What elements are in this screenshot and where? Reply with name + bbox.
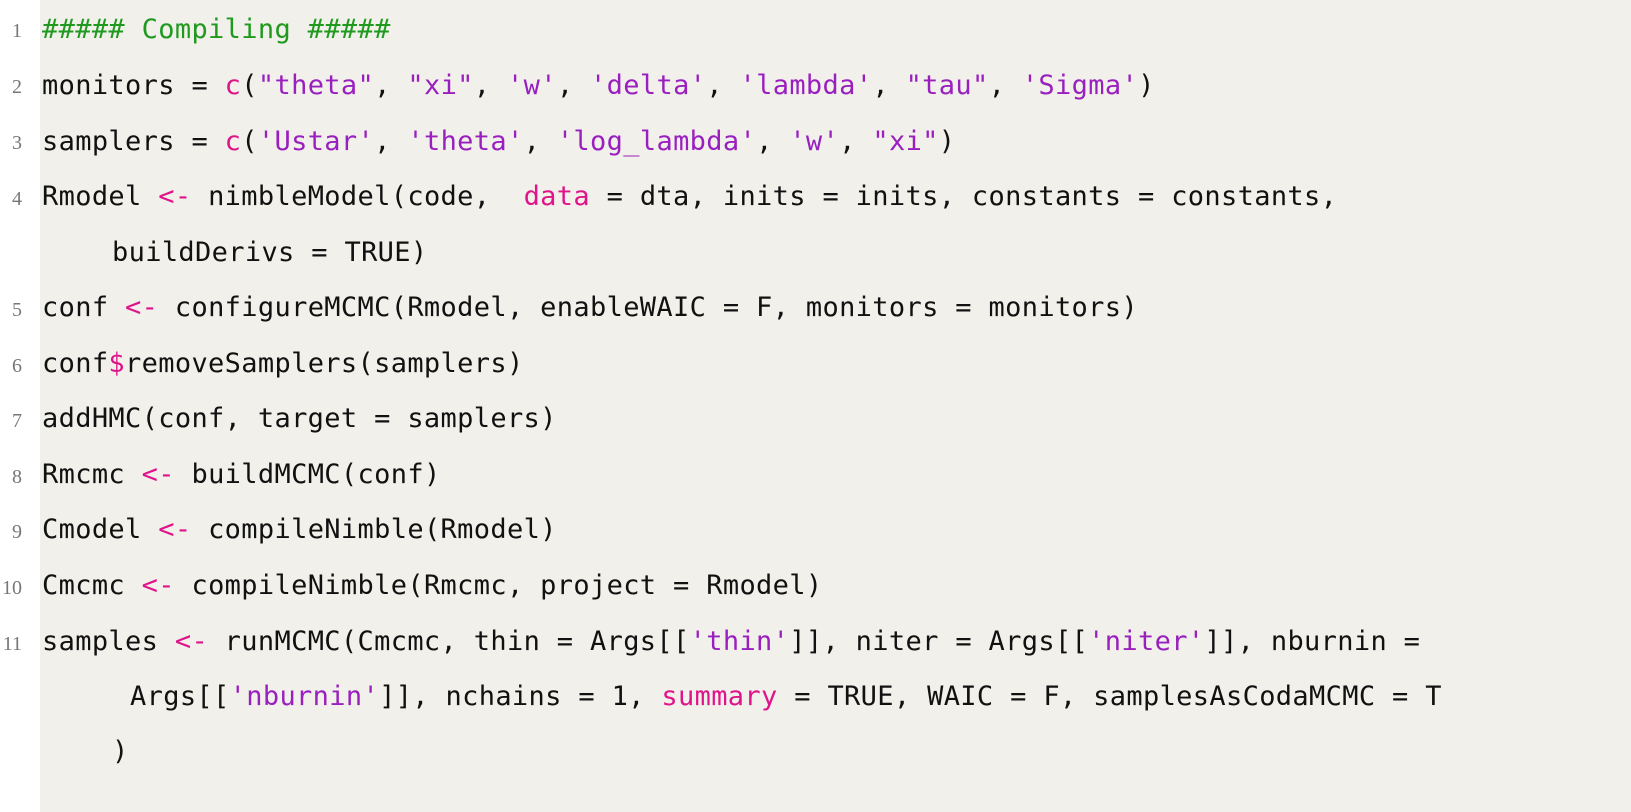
code-text: samples <box>42 626 175 657</box>
code-comment: ##### Compiling ##### <box>42 14 391 45</box>
code-string: 'Ustar' <box>257 126 375 157</box>
code-line: Cmcmc <- compileNimble(Rmcmc, project = … <box>42 570 822 601</box>
code-text: Rmodel <box>42 181 159 212</box>
code-text: , <box>473 70 507 101</box>
code-text: conf <box>42 348 109 379</box>
line-number: 10 <box>2 577 22 599</box>
code-string: "tau" <box>905 70 989 101</box>
code-text: = TRUE, WAIC = F, samplesAsCodaMCMC = T <box>777 681 1442 712</box>
code-text: ) <box>938 126 956 157</box>
code-text: , <box>988 70 1022 101</box>
code-string: 'delta' <box>590 70 707 101</box>
code-text: nimbleModel(code, <box>191 181 524 212</box>
code-line: conf$removeSamplers(samplers) <box>42 348 524 379</box>
code-keyword: c <box>224 126 242 157</box>
code-text: buildMCMC(conf) <box>174 459 441 490</box>
code-text: Cmodel <box>42 514 159 545</box>
code-text: runMCMC(Cmcmc, thin = Args[[ <box>208 626 690 657</box>
code-operator: $ <box>108 348 126 379</box>
code-line: monitors = c("theta", "xi", 'w', 'delta'… <box>42 70 1155 101</box>
line-number: 1 <box>12 20 22 42</box>
code-operator: <- <box>141 459 175 490</box>
code-operator: <- <box>174 626 209 657</box>
code-text: ( <box>241 70 258 101</box>
code-text: ) <box>1138 70 1155 101</box>
code-text: monitors = <box>42 70 225 101</box>
code-text: compileNimble(Rmcmc, project = Rmodel) <box>174 570 823 601</box>
code-string: 'Sigma' <box>1021 70 1139 101</box>
line-number: 7 <box>12 410 22 432</box>
code-keyword: summary <box>661 681 778 712</box>
code-operator: <- <box>158 514 192 545</box>
code-line: samples <- runMCMC(Cmcmc, thin = Args[['… <box>42 626 1420 657</box>
code-text: , <box>706 70 740 101</box>
code-string: 'nburnin' <box>229 681 380 712</box>
code-line: samplers = c('Ustar', 'theta', 'log_lamb… <box>42 126 955 157</box>
code-text: ( <box>241 126 258 157</box>
code-text: Args[[ <box>130 681 230 712</box>
code-text: removeSamplers(samplers) <box>125 348 524 379</box>
code-text: , <box>872 70 906 101</box>
code-string: 'niter' <box>1088 626 1205 657</box>
code-string: 'log_lambda' <box>556 126 757 157</box>
code-string: "xi" <box>407 70 474 101</box>
line-number: 9 <box>12 521 22 543</box>
code-text: , <box>756 126 790 157</box>
code-operator: <- <box>158 181 192 212</box>
code-operator: <- <box>141 570 175 601</box>
code-text: ]], nchains = 1, <box>379 681 662 712</box>
code-text: , <box>839 126 873 157</box>
code-string: 'lambda' <box>739 70 873 101</box>
code-line: Cmodel <- compileNimble(Rmodel) <box>42 514 557 545</box>
code-line-continuation: ) <box>112 736 129 767</box>
code-text: conf <box>42 292 126 323</box>
line-number: 6 <box>12 355 22 377</box>
code-text: configureMCMC(Rmodel, enableWAIC = F, mo… <box>158 292 1138 323</box>
code-text: ]], nburnin = <box>1204 626 1421 657</box>
code-text: buildDerivs = TRUE) <box>112 237 428 268</box>
code-text: , <box>556 70 591 101</box>
code-line: Rmcmc <- buildMCMC(conf) <box>42 459 441 490</box>
line-number: 2 <box>12 76 22 98</box>
code-text: , <box>374 70 408 101</box>
code-background <box>40 0 1631 812</box>
code-keyword: c <box>224 70 242 101</box>
code-line: conf <- configureMCMC(Rmodel, enableWAIC… <box>42 292 1138 323</box>
code-string: 'theta' <box>407 126 524 157</box>
code-text: Rmcmc <box>42 459 142 490</box>
line-number: 11 <box>2 633 22 655</box>
code-text: = dta, inits = inits, constants = consta… <box>590 181 1338 212</box>
code-line: ##### Compiling ##### <box>42 14 391 45</box>
code-text: ]], niter = Args[[ <box>789 626 1089 657</box>
code-string: 'w' <box>507 70 557 101</box>
code-operator: <- <box>125 292 159 323</box>
code-string: 'w' <box>789 126 840 157</box>
code-text: compileNimble(Rmodel) <box>191 514 557 545</box>
code-string: 'thin' <box>689 626 790 657</box>
line-number: 3 <box>12 132 22 154</box>
code-text: addHMC(conf, target = samplers) <box>42 403 557 434</box>
line-number: 4 <box>12 188 22 210</box>
code-text: Cmcmc <box>42 570 142 601</box>
code-line: Rmodel <- nimbleModel(code, data = dta, … <box>42 181 1337 212</box>
code-line-continuation: buildDerivs = TRUE) <box>112 237 428 268</box>
code-text: , <box>523 126 557 157</box>
code-string: "xi" <box>872 126 939 157</box>
code-line: addHMC(conf, target = samplers) <box>42 403 557 434</box>
code-text: ) <box>112 736 129 767</box>
line-number: 8 <box>12 466 22 488</box>
line-number: 5 <box>12 299 22 321</box>
code-text: , <box>374 126 408 157</box>
code-keyword: data <box>523 181 590 212</box>
code-text: samplers = <box>42 126 225 157</box>
code-line-continuation: Args[['nburnin']], nchains = 1, summary … <box>130 681 1442 712</box>
code-string: "theta" <box>257 70 375 101</box>
